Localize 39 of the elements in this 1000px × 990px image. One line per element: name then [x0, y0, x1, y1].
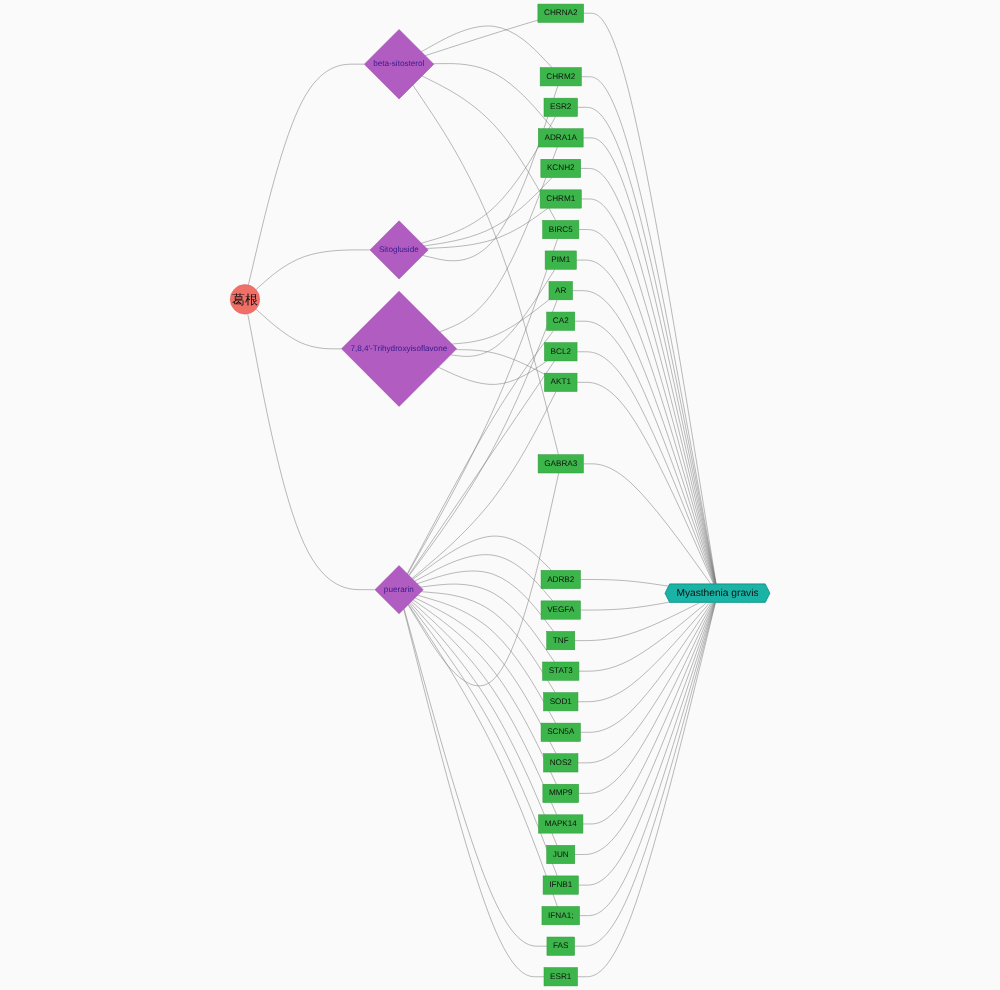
connector — [437, 360, 548, 385]
connector — [421, 116, 556, 244]
connector — [248, 63, 365, 286]
connector — [421, 75, 556, 221]
connector — [412, 535, 552, 580]
connector — [583, 463, 712, 585]
connector — [455, 349, 545, 375]
connector — [432, 63, 554, 129]
connector — [414, 597, 557, 754]
connector — [450, 269, 556, 357]
connector — [580, 579, 670, 587]
connector — [574, 602, 700, 641]
connector — [578, 602, 707, 672]
connector — [451, 299, 550, 345]
connector — [407, 472, 559, 687]
connector — [417, 594, 556, 724]
connector — [423, 177, 553, 247]
connector — [580, 602, 712, 733]
connector — [411, 391, 557, 579]
connector — [407, 238, 558, 575]
connector — [577, 602, 713, 764]
connector — [247, 313, 375, 590]
connector — [439, 146, 558, 333]
connector — [578, 602, 714, 794]
connector — [420, 591, 556, 693]
connector — [412, 84, 559, 455]
connector — [426, 207, 549, 249]
connector — [422, 85, 559, 261]
connector — [255, 249, 370, 290]
connector — [420, 25, 553, 68]
connector — [414, 554, 553, 602]
connector — [416, 570, 554, 632]
connector — [424, 19, 539, 56]
connector — [582, 602, 715, 825]
connector — [577, 602, 711, 702]
connector — [255, 308, 342, 350]
connector — [580, 601, 670, 611]
connector — [420, 583, 555, 663]
connector — [412, 599, 557, 785]
